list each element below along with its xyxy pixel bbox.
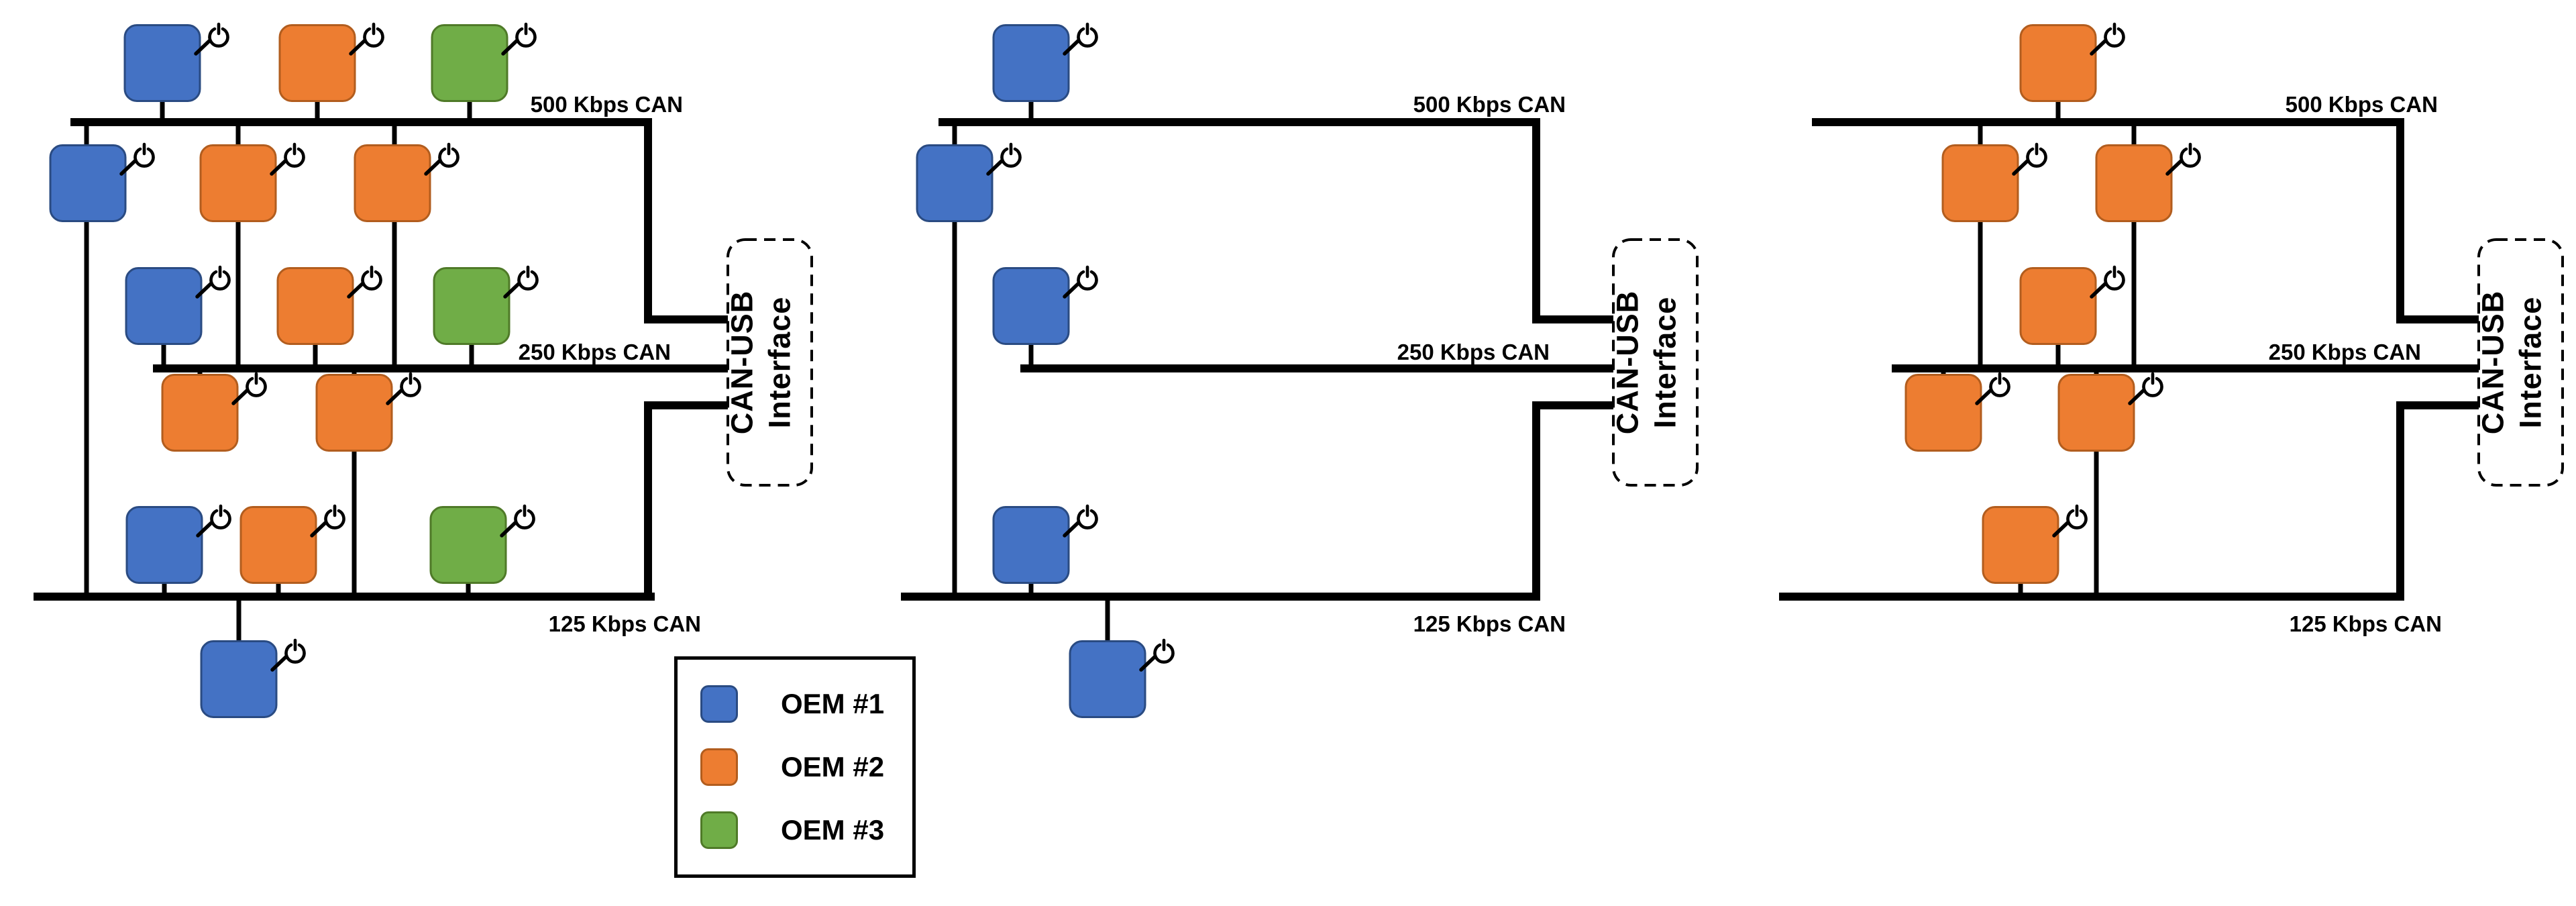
bus-speed-label: 250 Kbps CAN xyxy=(2269,340,2421,364)
legend-label-oem2: OEM #2 xyxy=(781,751,885,783)
power-icon xyxy=(424,142,460,176)
ecu-node-oem2 xyxy=(239,506,317,584)
power-icon xyxy=(503,265,539,299)
ecu-node-oem2 xyxy=(199,144,277,222)
power-icon xyxy=(2165,142,2201,176)
can-usb-interface-label: Interface xyxy=(2514,297,2548,429)
ecu-node-oem3 xyxy=(431,24,508,102)
ecu-node-oem1 xyxy=(992,24,1070,102)
ecu-node-oem2 xyxy=(1904,374,1982,452)
ecu-node-oem2 xyxy=(1982,506,2059,584)
ecu-node-oem2 xyxy=(2095,144,2173,222)
legend-row: OEM #1 xyxy=(700,685,912,723)
ecu-node-oem2 xyxy=(278,24,356,102)
ecu-node-oem2 xyxy=(276,267,354,345)
power-icon xyxy=(196,504,231,538)
legend-swatch-oem1 xyxy=(700,685,738,723)
power-icon xyxy=(501,22,537,56)
bus-speed-label: 125 Kbps CAN xyxy=(1413,611,1566,636)
interface-connector-line xyxy=(1532,122,1613,323)
ecu-node-oem1 xyxy=(1069,640,1146,718)
can-usb-interface-label: CAN-USB xyxy=(725,291,759,435)
ecu-node-oem2 xyxy=(2019,267,2097,345)
legend-swatch-oem2 xyxy=(700,748,738,786)
ecu-node-oem2 xyxy=(315,374,393,452)
power-icon xyxy=(1063,265,1098,299)
power-icon xyxy=(310,504,345,538)
power-icon xyxy=(386,372,421,405)
ecu-node-oem1 xyxy=(200,640,278,718)
power-icon xyxy=(270,638,306,672)
bus-speed-label: 125 Kbps CAN xyxy=(2290,611,2442,636)
power-icon xyxy=(1063,22,1098,56)
interface-connector-line xyxy=(644,122,728,323)
power-icon xyxy=(270,142,305,176)
ecu-node-oem1 xyxy=(992,506,1070,584)
power-icon xyxy=(1063,504,1098,538)
ecu-node-oem1 xyxy=(992,267,1070,345)
power-icon xyxy=(500,504,535,538)
power-icon xyxy=(2012,142,2047,176)
power-icon xyxy=(119,142,155,176)
can-usb-interface-box xyxy=(727,238,813,487)
legend-label-oem1: OEM #1 xyxy=(781,688,885,719)
ecu-node-oem1 xyxy=(125,267,203,345)
bus-speed-label: 250 Kbps CAN xyxy=(519,340,671,364)
legend-label-oem3: OEM #3 xyxy=(781,814,885,846)
can-network-2: 500 Kbps CAN 250 Kbps CAN 125 Kbps CAN CAN-… xyxy=(901,22,1699,718)
bus-speed-label: 125 Kbps CAN xyxy=(549,611,701,636)
bus-speed-label: 500 Kbps CAN xyxy=(2286,92,2438,117)
can-usb-interface-label: Interface xyxy=(1648,297,1682,429)
ecu-node-oem1 xyxy=(916,144,994,222)
power-icon xyxy=(2052,504,2088,538)
can-network-1: 500 Kbps CAN 250 Kbps CAN 125 Kbps CAN CAN-… xyxy=(34,22,813,718)
power-icon xyxy=(194,22,229,56)
can-usb-interface-label: Interface xyxy=(763,297,797,429)
ecu-node-oem1 xyxy=(49,144,127,222)
ecu-node-oem2 xyxy=(1941,144,2019,222)
power-icon xyxy=(2090,22,2125,56)
ecu-node-oem1 xyxy=(125,506,203,584)
power-icon xyxy=(231,372,267,405)
ecu-node-oem2 xyxy=(2019,24,2097,102)
can-usb-interface-label: CAN-USB xyxy=(2476,291,2510,435)
bus-speed-label: 500 Kbps CAN xyxy=(1413,92,1566,117)
ecu-node-oem2 xyxy=(161,374,239,452)
can-usb-interface-box xyxy=(1612,238,1699,487)
ecu-node-oem2 xyxy=(354,144,431,222)
bus-speed-label: 500 Kbps CAN xyxy=(531,92,683,117)
power-icon xyxy=(1975,372,2010,405)
power-icon xyxy=(347,265,382,299)
interface-connector-line xyxy=(2396,401,2479,597)
ecu-node-oem3 xyxy=(429,506,507,584)
bus-speed-label: 250 Kbps CAN xyxy=(1397,340,1550,364)
legend-row: OEM #2 xyxy=(700,748,912,786)
ecu-node-oem3 xyxy=(433,267,511,345)
ecu-node-oem2 xyxy=(2057,374,2135,452)
interface-connector-line xyxy=(1532,401,1613,597)
can-usb-interface-label: CAN-USB xyxy=(1611,291,1645,435)
interface-connector-line xyxy=(644,401,728,597)
legend: OEM #1 OEM #2 OEM #3 xyxy=(674,656,916,878)
power-icon xyxy=(195,265,231,299)
power-icon xyxy=(349,22,384,56)
power-icon xyxy=(1139,638,1175,672)
legend-swatch-oem3 xyxy=(700,811,738,849)
can-usb-interface-box xyxy=(2477,238,2564,487)
power-icon xyxy=(2128,372,2163,405)
can-network-3: 500 Kbps CAN 250 Kbps CAN 125 Kbps CAN CAN-… xyxy=(1779,22,2564,636)
legend-row: OEM #3 xyxy=(700,811,912,849)
power-icon xyxy=(2090,265,2125,299)
ecu-node-oem1 xyxy=(123,24,201,102)
power-icon xyxy=(986,142,1022,176)
interface-connector-line xyxy=(2396,122,2479,323)
